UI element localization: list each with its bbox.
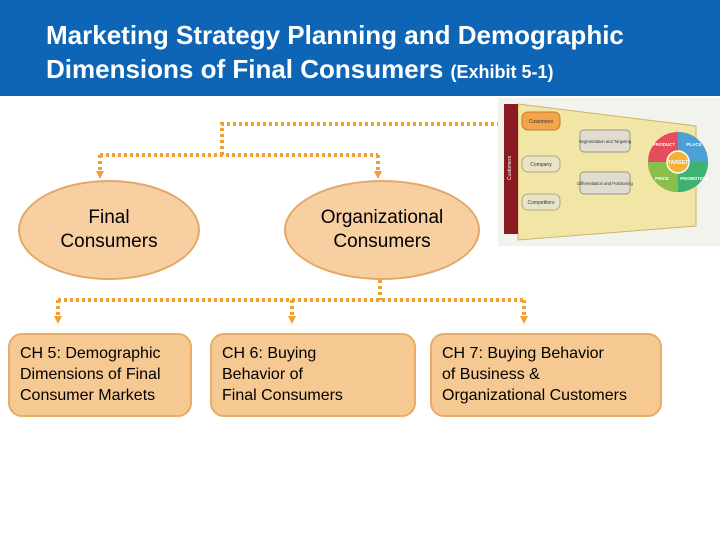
thumbnail-step-differentiation bbox=[579, 171, 631, 195]
ch5-box: CH 5: Demographic Dimensions of Final Co… bbox=[8, 333, 192, 417]
ch6-box: CH 6: Buying Behavior of Final Consumers bbox=[210, 333, 416, 417]
final-consumers-oval: Final Consumers bbox=[18, 180, 200, 280]
title-line-1: Marketing Strategy Planning and Demograp… bbox=[46, 20, 624, 50]
thumbnail-box-competitors-label: Competitors bbox=[528, 200, 555, 206]
thumbnail-box-customers bbox=[521, 111, 561, 131]
wheel-label-promotion: PROMOTION bbox=[680, 176, 708, 181]
strategy-planning-thumbnail: Customers Customers Company Competitors … bbox=[498, 98, 720, 246]
wheel-label-price: PRICE bbox=[655, 176, 669, 181]
organizational-consumers-oval: Organizational Consumers bbox=[284, 180, 480, 280]
wheel-label-product: PRODUCT bbox=[653, 142, 676, 147]
title-line-2: Dimensions of Final Consumers (Exhibit 5… bbox=[46, 54, 554, 87]
title-main: Dimensions of Final Consumers bbox=[46, 54, 444, 84]
thumbnail-step-segmentation bbox=[579, 129, 631, 153]
wheel-label-place: PLACE bbox=[686, 142, 701, 147]
thumbnail-step-differentiation-label: Differentiation and Positioning bbox=[577, 181, 633, 186]
thumbnail-box-competitors bbox=[521, 193, 561, 211]
thumbnail-side-bar bbox=[504, 104, 518, 234]
ch7-box: CH 7: Buying Behavior of Business & Orga… bbox=[430, 333, 662, 417]
thumbnail-box-company bbox=[521, 155, 561, 173]
thumbnail-side-label: Customers bbox=[507, 155, 513, 180]
thumbnail-marketing-mix-wheel: TARGET bbox=[648, 132, 708, 192]
exhibit-reference: (Exhibit 5-1) bbox=[450, 62, 554, 82]
thumbnail-box-company-label: Company bbox=[530, 162, 552, 168]
wheel-center-target bbox=[666, 150, 690, 174]
connector-top-stem bbox=[220, 122, 500, 155]
title-bar bbox=[0, 0, 720, 96]
thumbnail-step-segmentation-label: Segmentation and Targeting bbox=[579, 139, 632, 144]
thumbnail-box-customers-label: Customers bbox=[529, 119, 554, 125]
wheel-center-label: TARGET bbox=[668, 160, 688, 166]
